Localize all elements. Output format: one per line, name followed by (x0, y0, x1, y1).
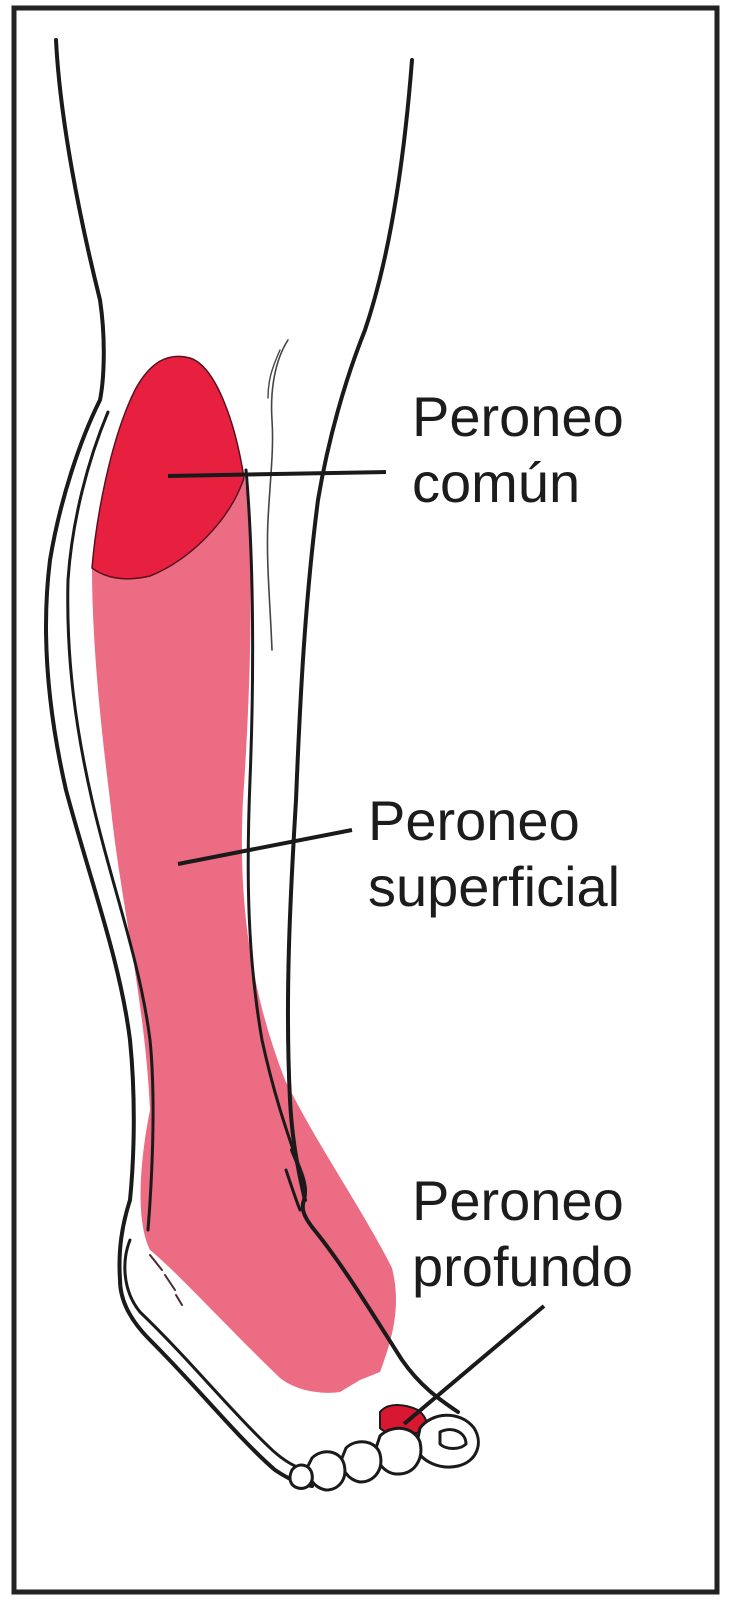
leg-outline-back (44, 38, 314, 1488)
label-superficial-peroneal-line2: superficial (368, 855, 621, 918)
common-peroneal-region (91, 355, 245, 580)
ankle-outline-inner (284, 1168, 302, 1212)
label-superficial-peroneal-line1: Peroneo (368, 789, 580, 852)
leg-outline-inner-left (66, 410, 155, 1232)
fourth-toe (306, 1450, 347, 1492)
figure-frame (11, 5, 720, 1595)
label-deep-peroneal-line2: profundo (412, 1235, 634, 1298)
ankle-outline (290, 1148, 460, 1414)
leader-line-common (167, 470, 387, 478)
second-toe (374, 1426, 423, 1476)
big-toe-nail (438, 1428, 468, 1450)
label-deep-peroneal: Peroneo profundo (412, 1168, 633, 1300)
superficial-peroneal-region (92, 356, 396, 1393)
toes (288, 1413, 480, 1492)
leader-line-deep (402, 1304, 546, 1426)
foot-sole-outline (123, 1238, 307, 1472)
knee-contour (266, 339, 289, 651)
label-common-peroneal: Peroneo común (412, 384, 624, 516)
knee-contour-2 (267, 349, 281, 399)
label-common-peroneal-line1: Peroneo (412, 385, 624, 448)
label-deep-peroneal-line1: Peroneo (412, 1169, 624, 1232)
label-superficial-peroneal: Peroneo superficial (368, 788, 620, 920)
leg-outline-front (285, 58, 414, 1202)
fifth-toe (288, 1463, 314, 1490)
heel-mark (149, 1254, 183, 1306)
leg-outline-shin-inner (244, 468, 302, 1172)
third-toe (340, 1440, 383, 1484)
label-common-peroneal-line2: común (412, 451, 581, 514)
big-toe (414, 1413, 480, 1469)
leader-line-superficial (177, 828, 353, 866)
